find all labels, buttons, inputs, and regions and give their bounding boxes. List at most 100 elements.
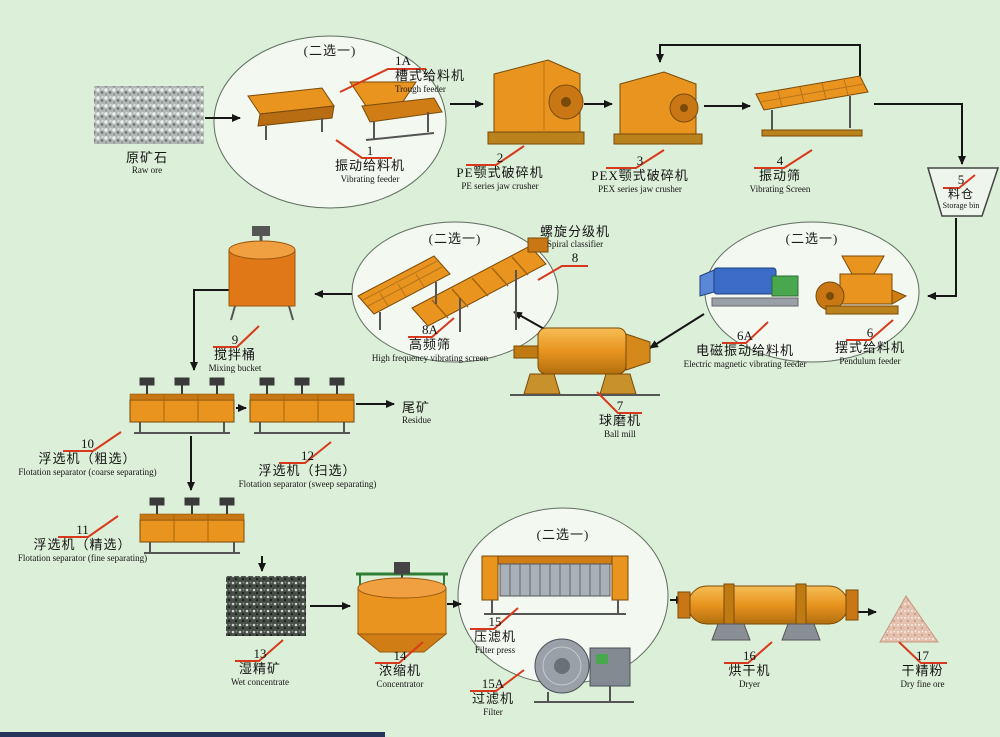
node-number: 17 xyxy=(916,648,929,663)
node-name-en: Pendulum feeder xyxy=(839,355,901,366)
leader-flot-fine xyxy=(58,515,119,538)
node-name-zh: 螺旋分级机 xyxy=(539,224,610,239)
choice-label-feeders: (二选一) xyxy=(303,43,357,58)
node-name-en: Mixing bucket xyxy=(208,362,262,373)
label-flotation-coarse: 10 浮选机（粗选） Flotation separator (coarse s… xyxy=(0,436,175,477)
pe-jaw-crusher-shape xyxy=(487,59,585,145)
leader-concentrator xyxy=(375,641,424,664)
node-name-zh: 浮选机（扫选） xyxy=(258,463,357,479)
node-name-zh: 干精粉 xyxy=(901,663,944,679)
node-name-en: High frequency vibrating screen xyxy=(371,352,489,363)
filter-shape xyxy=(534,638,634,703)
storage-bin-shape xyxy=(927,167,1000,217)
label-vibrating-screen: 4 振动筛 Vibrating Screen xyxy=(720,153,840,194)
node-name-en: PE series jaw crusher xyxy=(461,180,539,191)
dryer-shape xyxy=(677,583,859,641)
node-name-en: Vibrating Screen xyxy=(749,183,811,194)
node-name-en: Concentrator xyxy=(376,678,424,689)
label-filter-press: 15 压滤机 Filter press xyxy=(450,614,540,655)
leader-pendulum xyxy=(846,319,894,341)
red-leader-lines xyxy=(58,68,976,692)
arrow-feeders-to-ballmill xyxy=(649,313,705,349)
node-name-en: Filter xyxy=(483,706,503,717)
label-raw-ore: 原矿石 Raw ore xyxy=(92,150,202,176)
node-name-zh: 烘干机 xyxy=(728,663,771,679)
flotation-sweep-shape xyxy=(249,377,355,434)
node-name-en: Raw ore xyxy=(131,165,163,176)
node-name-en: Spiral classifier xyxy=(546,239,604,250)
node-number: 16 xyxy=(743,648,756,663)
node-name-zh: 原矿石 xyxy=(125,150,168,165)
node-number: 12 xyxy=(301,448,314,463)
mixing-bucket-shape xyxy=(228,226,296,321)
label-filter: 15A 过滤机 Filter xyxy=(448,676,538,717)
node-number: 1 xyxy=(366,143,374,158)
raw-ore-image xyxy=(94,86,204,144)
arrow-ballmill-to-classifier xyxy=(513,311,547,331)
arrow-screen-to-bin xyxy=(874,103,966,165)
node-name-zh: 电磁振动给料机 xyxy=(695,343,794,359)
leader-trough-feeder xyxy=(339,68,426,93)
node-number: 3 xyxy=(636,153,644,168)
label-spiral-classifier: 螺旋分级机 Spiral classifier 8 xyxy=(525,224,625,265)
flow-arrows xyxy=(187,44,966,616)
node-name-en: Residue xyxy=(402,415,431,426)
node-name-en: Flotation separator (fine separating) xyxy=(17,552,148,563)
leader-pe xyxy=(466,145,525,166)
arrow-bin-to-mill-feeders xyxy=(927,218,957,300)
node-number: 15 xyxy=(488,614,502,629)
label-trough-feeder: 1A 槽式给料机 Trough feeder xyxy=(395,53,485,94)
leader-bucket xyxy=(213,325,260,348)
vibrating-feeder-shape xyxy=(349,81,443,141)
label-wet-concentrate: 13 湿精矿 Wet concentrate xyxy=(215,646,305,687)
node-name-zh: 压滤机 xyxy=(473,629,516,645)
leader-dry-fine-ore xyxy=(898,641,947,664)
node-name-zh: 振动给料机 xyxy=(334,158,405,174)
node-name-en: Electric magnetic vibrating feeder xyxy=(683,358,807,369)
node-name-zh: 湿精矿 xyxy=(238,661,281,677)
node-name-en: Dryer xyxy=(739,678,760,689)
node-name-zh: 搅拌桶 xyxy=(213,347,256,363)
node-name-zh: PEX颚式破碎机 xyxy=(591,168,689,184)
arrow-screen-return-to-pex xyxy=(656,44,861,76)
node-name-zh: PE颚式破碎机 xyxy=(456,165,544,181)
arrow-bucket-to-flotation-coarse xyxy=(190,289,229,371)
node-number: 8 xyxy=(571,249,579,265)
pendulum-feeder-shape xyxy=(815,255,908,315)
node-number: 1A xyxy=(395,53,411,68)
leader-vibrating-feeder xyxy=(335,139,392,159)
leader-pex xyxy=(606,149,665,169)
choice-label-classifier: (二选一) xyxy=(428,231,482,246)
label-vibrating-feeder: 1 振动给料机 Vibrating feeder xyxy=(315,143,425,184)
leader-ball-mill xyxy=(596,391,642,414)
node-number: 15A xyxy=(481,676,505,691)
node-name-en: Dry fine ore xyxy=(900,678,945,689)
node-number: 10 xyxy=(81,436,94,451)
node-name-zh: 浮选机（精选） xyxy=(33,537,132,553)
node-name-en: PEX series jaw crusher xyxy=(598,183,682,194)
node-name-zh: 浓缩机 xyxy=(378,663,421,679)
node-name-zh: 尾矿 xyxy=(402,400,431,415)
node-number: 8A xyxy=(422,322,438,337)
node-name-zh: 过滤机 xyxy=(471,691,514,707)
leader-em-feeder xyxy=(722,321,769,344)
choice-label-mill-feeders: (二选一) xyxy=(785,231,839,246)
node-number: 13 xyxy=(253,646,267,661)
leader-bin xyxy=(943,174,976,189)
node-name-zh: 摆式给料机 xyxy=(834,340,905,356)
label-mixing-bucket: 9 搅拌桶 Mixing bucket xyxy=(195,332,275,373)
node-name-en: Vibrating feeder xyxy=(340,173,400,184)
node-number: 6 xyxy=(866,325,874,340)
scan-edge-artifact xyxy=(0,732,385,737)
label-storage-bin: 5 料仓 Storage bin xyxy=(930,172,992,211)
node-name-en: Storage bin xyxy=(942,201,980,211)
leader-wet-conc xyxy=(235,639,284,662)
em-vibrating-feeder-shape xyxy=(699,267,799,307)
node-name-zh: 料仓 xyxy=(947,187,974,202)
label-residue: 尾矿 Residue xyxy=(402,400,472,426)
ball-mill-shape xyxy=(510,327,660,396)
leader-flot-coarse xyxy=(63,431,122,452)
node-name-zh: 振动筛 xyxy=(758,168,801,184)
dry-fine-ore-pile xyxy=(879,595,939,643)
